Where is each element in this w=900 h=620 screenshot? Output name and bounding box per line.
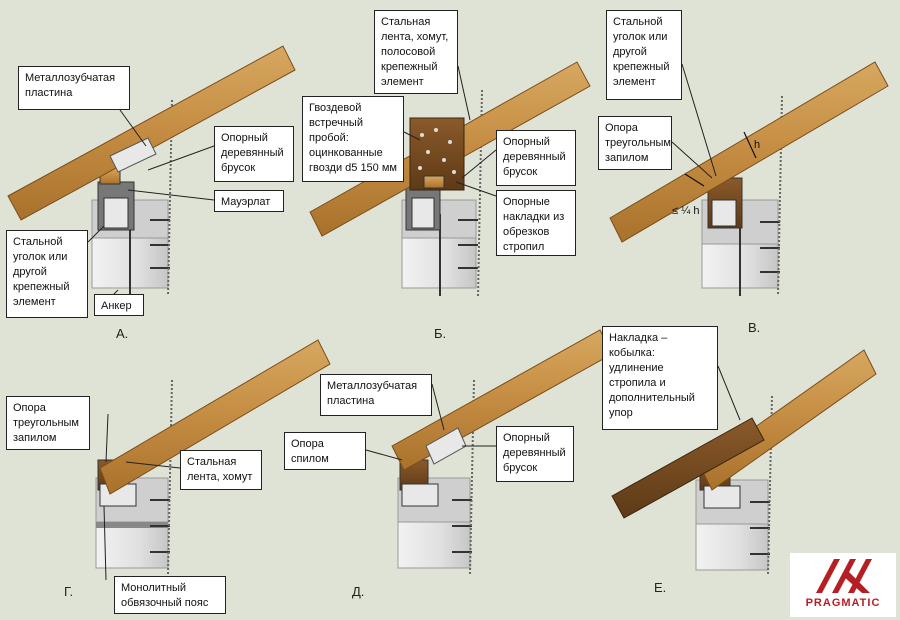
plate-a [109, 137, 157, 173]
callout-b-bar: Опорный деревянный брусок [496, 130, 576, 186]
panel-d [391, 329, 613, 575]
panel-g [95, 339, 331, 575]
pragmatic-logo: PRAGMATIC [790, 553, 896, 617]
leader-lines [87, 63, 741, 581]
splice-e [611, 417, 765, 519]
dim-h: h [754, 139, 760, 151]
callout-g-notch: Опора треугольным запилом [6, 396, 90, 450]
callout-a-plate: Металлозубчатая пластина [18, 66, 130, 110]
callout-g-belt: Монолитный обвязочный пояс [114, 576, 226, 614]
panel-g-label: Г. [64, 584, 74, 599]
rafter-g [99, 339, 331, 495]
panel-b-label: Б. [434, 326, 447, 341]
panel-e-label: Е. [654, 580, 667, 595]
callout-d-bar: Опорный деревянный брусок [496, 426, 574, 482]
callout-d-plate: Металлозубчатая пластина [320, 374, 432, 416]
callout-a-angle: Стальной уголок или другой крепежный эле… [6, 230, 88, 318]
rafter-a [7, 45, 296, 221]
rafter-e [699, 349, 877, 491]
callout-v-angle: Стальной уголок или другой крепежный эле… [606, 10, 682, 100]
rafter-v [609, 61, 889, 243]
dim-quarter-h: ≤ ¼ h [672, 205, 699, 217]
callout-a-anchor: Анкер [94, 294, 144, 316]
callout-b-strap: Стальная лента, хомут, полосовой крепежн… [374, 10, 458, 94]
callout-b-pads: Опорные накладки из обрезков стропил [496, 190, 576, 256]
callout-d-cut: Опора спилом [284, 432, 366, 470]
callout-e-splice: Накладка – кобылка: удлинение стропила и… [602, 326, 718, 430]
panel-a-label: А. [116, 326, 129, 341]
callout-a-bar: Опорный деревянный брусок [214, 126, 294, 182]
panel-v-label: В. [748, 320, 761, 335]
logo-brand-text: PRAGMATIC [805, 597, 881, 609]
panel-a [7, 45, 296, 297]
panel-e [611, 349, 877, 575]
callout-v-notch: Опора треугольным запилом [598, 116, 672, 170]
logo-mark-icon [816, 559, 872, 593]
callout-b-nails: Гвоздевой встречный пробой: оцинкованные… [302, 96, 404, 182]
callout-g-strap: Стальная лента, хомут [180, 450, 262, 490]
callout-a-mauerlat: Мауэрлат [214, 190, 284, 212]
panel-v: h ≤ ¼ h [609, 61, 889, 297]
panel-d-label: Д. [352, 584, 365, 599]
panel-b [309, 61, 591, 297]
